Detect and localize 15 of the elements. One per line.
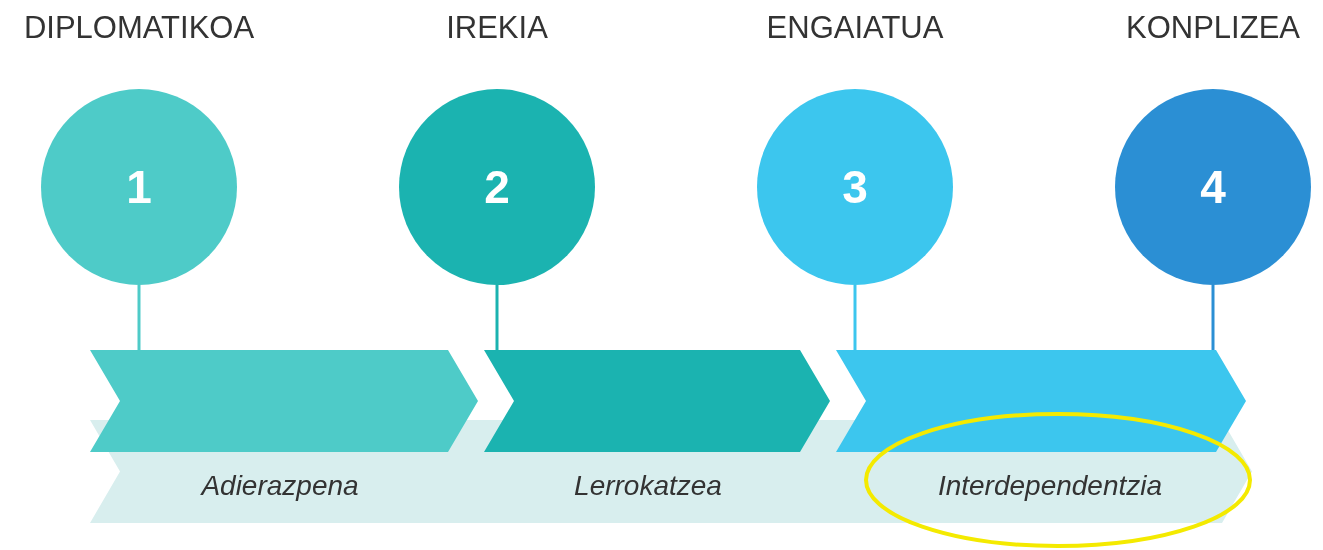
stage-label: Adierazpena	[201, 470, 359, 502]
connector-line	[137, 285, 141, 350]
stage-label: Interdependentzia	[937, 470, 1163, 502]
step-heading: KONPLIZEA	[1126, 10, 1300, 46]
step-heading: IREKIA	[446, 10, 548, 46]
step-number: 2	[484, 160, 510, 214]
connector-line	[853, 285, 857, 350]
connector-line	[1211, 285, 1215, 350]
step-number: 4	[1200, 160, 1226, 214]
step-heading: ENGAIATUA	[766, 10, 944, 46]
step-number: 3	[842, 160, 868, 214]
step-number: 1	[126, 160, 152, 214]
connector-line	[495, 285, 499, 350]
step-heading: DIPLOMATIKOA	[23, 10, 255, 46]
stage-label: Lerrokatzea	[574, 470, 722, 502]
